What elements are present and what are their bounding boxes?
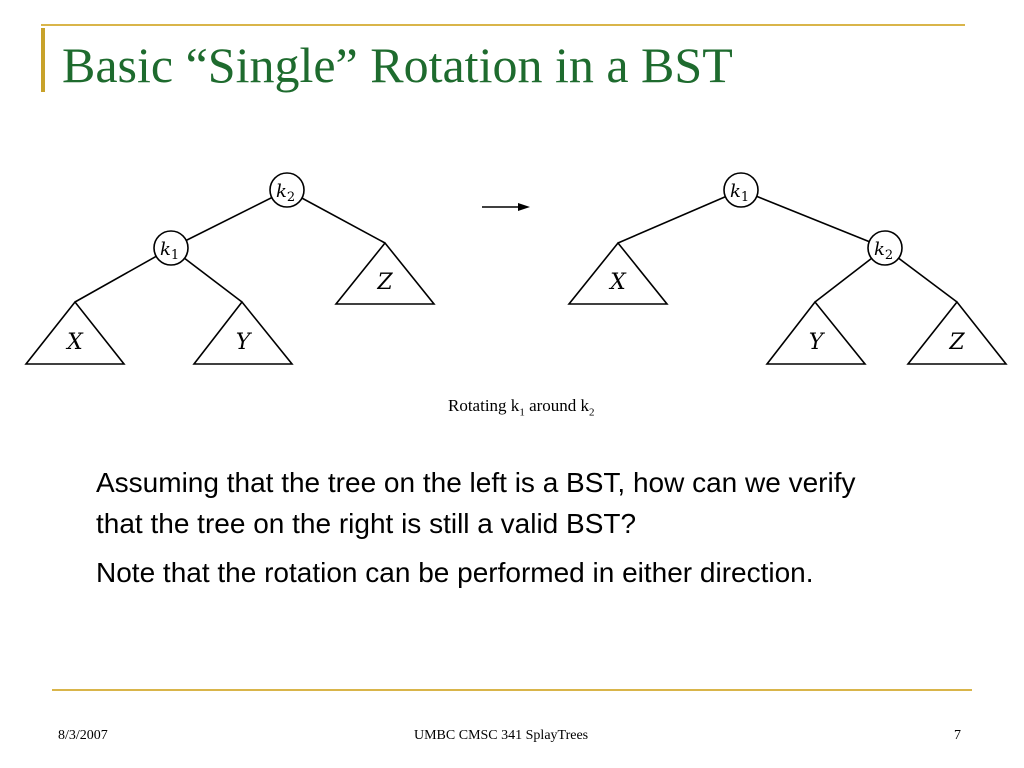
right-subtree-y-label: Y [809,330,826,355]
left-subtree-y-label: Y [236,330,253,355]
rotation-diagram: X Y Z X Y Z k2 k1 k1 k2 [24,172,1008,365]
left-subtree-z-label: Z [376,270,393,295]
left-subtree-x-label: X [65,330,84,355]
page-number: 7 [954,728,961,743]
footer-course: UMBC CMSC 341 SplayTrees [414,728,589,743]
right-child-node [867,230,903,266]
edge-left-k1-x [74,247,172,303]
note-paragraph: Note that the rotation can be performed … [96,557,814,588]
right-child-label: k2 [874,239,893,263]
right-root-node [723,172,759,208]
footer-date: 8/3/2007 [58,728,108,743]
question-paragraph: Assuming that the tree on the left is a … [96,467,856,539]
left-accent-bar [41,28,45,92]
left-subtree-z-triangle [334,241,436,305]
right-subtree-y-triangle [765,300,867,365]
left-root-label: k2 [276,181,295,205]
footer-divider [52,689,972,691]
left-root-node [269,172,305,208]
slide-title: Basic “Single” Rotation in a BST [62,37,733,93]
right-subtree-z-triangle [906,300,1008,365]
right-subtree-z-label: Z [948,330,965,355]
body-text: Assuming that the tree on the left is a … [96,462,896,601]
right-root-label: k1 [730,181,749,205]
edge-right-k1-x [617,189,742,244]
arrow-right-icon [482,203,530,211]
diagram-caption: Rotating k1 around k2 [448,396,595,419]
left-subtree-y-triangle [192,300,294,365]
left-child-node [153,230,189,266]
right-subtree-x-label: X [608,270,627,295]
edge-left-k2-z [286,189,386,244]
left-child-label: k1 [160,239,179,263]
right-subtree-x-triangle [567,241,669,305]
top-accent-line [41,24,965,26]
left-subtree-x-triangle [24,300,126,365]
edge-right-k1-k2 [740,189,886,249]
edge-left-k2-k1 [170,189,288,249]
